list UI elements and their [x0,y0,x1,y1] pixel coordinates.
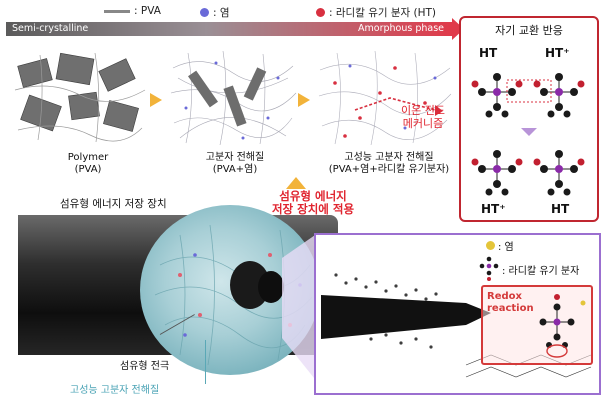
ht-label: HT [551,202,570,216]
zoom-radical-label: : 라디칼 유기 분자 [502,266,580,277]
stage-electrolyte-caption: 고분자 전해질 (PVA+염) [180,152,290,176]
stage-electrolyte-line2: (PVA+염) [212,164,258,175]
apply-line2: 저장 장치에 적용 [271,202,355,216]
fiber-electrode-label: 섬유형 전극 [120,361,170,372]
legend-radical: : 라디칼 유기 분자 (HT) [316,5,436,20]
self-exchange-title: 자기 교환 반응 [495,24,563,37]
stage-polymer-caption: Polymer (PVA) [48,152,128,176]
stage-arrow-icon [298,93,310,107]
polymer-electrolyte-illustration [170,50,297,146]
mechanism-line2: 메커니즘 [402,117,444,130]
electrolyte-label: 고성능 고분자 전해질 [70,385,160,396]
zoom-salt-label: : 염 [498,242,514,253]
salt-swatch [200,8,209,17]
zoom-graphene-illustration [321,273,592,378]
ht-molecules-top-illustration [471,73,585,118]
legend-radical-label: : 라디칼 유기 분자 (HT) [329,7,437,19]
phase-left-label: Semi-crystalline [12,23,89,34]
stage-high-performance-caption: 고성능 고분자 전해질 (PVA+염+라디칼 유기분자) [314,152,464,176]
stage-polymer-line1: Polymer [67,152,109,163]
fiber-texture-illustration [154,224,313,366]
apply-arrow-icon [286,177,306,189]
ht-molecules-bottom-illustration [471,150,585,196]
high-performance-electrolyte-illustration [318,50,452,146]
legend-salt: : 염 [200,5,230,20]
pva-swatch [104,9,130,13]
redox-highlight-box: Redox reaction [481,285,593,365]
stage-polymer-line2: (PVA) [74,164,102,175]
electrolyte-pointer-line [205,340,206,384]
radical-molecule-icon [479,256,499,281]
legend-salt-label: : 염 [213,7,230,19]
redox-line1: Redox [487,291,522,302]
zoom-salt-swatch [486,241,495,250]
radical-swatch [316,8,325,17]
device-title: 섬유형 에너지 저장 장치 [60,198,167,210]
mechanism-line1: 이온 전도 [401,104,445,117]
legend-pva-label: : PVA [134,5,161,17]
stage-electrolyte-line1: 고분자 전해질 [205,152,265,163]
exchange-arrow-icon [521,128,537,136]
ion-conduction-mechanism-label: 이온 전도 메커니즘 [393,104,453,130]
apply-to-device-label: 섬유형 에너지 저장 장치에 적용 [258,190,368,216]
redox-molecule-illustration [539,294,586,358]
self-exchange-panel: 자기 교환 반응 HT HT⁺ HT⁺ HT [459,16,599,222]
zoom-connector-illustration [282,233,318,383]
pva-polymer-illustration [14,52,146,143]
legend-pva: : PVA [104,5,161,17]
stage-arrow-icon [150,93,162,107]
ht-label: HT [479,46,498,60]
phase-gradient-bar: Semi-crystalline Amorphous phase [6,22,452,36]
stage-high-line2: (PVA+염+라디칼 유기분자) [328,164,450,175]
redox-line2: reaction [487,303,534,314]
phase-right-label: Amorphous phase [358,23,444,34]
redox-label: Redox reaction [487,291,534,315]
apply-line1: 섬유형 에너지 [279,189,347,203]
stage-high-line1: 고성능 고분자 전해질 [344,152,434,163]
ht-plus-label: HT⁺ [481,202,506,216]
ht-plus-label: HT⁺ [545,46,570,60]
